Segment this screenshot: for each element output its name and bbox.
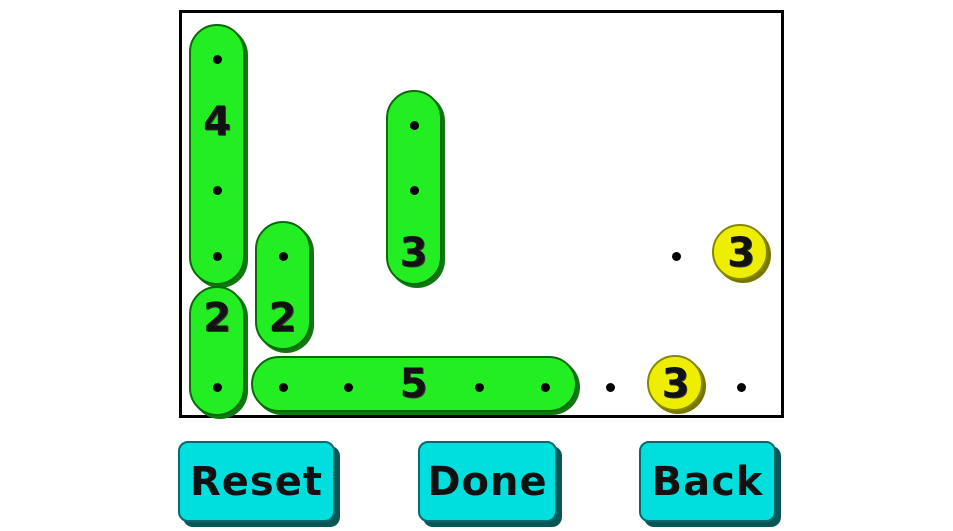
piece-label: 3 — [399, 229, 428, 276]
piece-dot — [409, 120, 419, 130]
piece-dot — [540, 382, 550, 392]
piece-dot — [278, 382, 288, 392]
target-label: 3 — [727, 229, 755, 276]
piece-dot — [213, 251, 222, 261]
piece-label: 4 — [203, 98, 231, 145]
target-label: 3 — [661, 360, 690, 407]
piece-label: 2 — [203, 295, 231, 341]
empty-cell-dot[interactable] — [606, 382, 615, 392]
target-circle[interactable] — [646, 354, 703, 411]
piece-dot — [409, 186, 419, 195]
piece-dot — [213, 186, 222, 195]
piece-dot — [344, 382, 353, 392]
empty-cell-dot[interactable] — [737, 382, 746, 392]
piece-4-0[interactable] — [189, 24, 245, 285]
done-button[interactable]: Done — [418, 441, 557, 522]
piece-dot — [278, 251, 288, 261]
target-circle[interactable] — [712, 223, 768, 280]
piece-dot — [213, 382, 222, 392]
reset-button[interactable]: Reset — [178, 441, 335, 522]
piece-dot — [475, 382, 484, 392]
piece-2-2[interactable] — [254, 220, 311, 350]
piece-5-4[interactable] — [250, 355, 577, 412]
back-button[interactable]: Back — [639, 441, 776, 522]
piece-label: 5 — [399, 360, 428, 407]
piece-2-3[interactable] — [189, 286, 245, 416]
piece-dot — [213, 55, 222, 64]
empty-cell-dot[interactable] — [671, 251, 681, 261]
piece-label: 2 — [268, 295, 297, 341]
